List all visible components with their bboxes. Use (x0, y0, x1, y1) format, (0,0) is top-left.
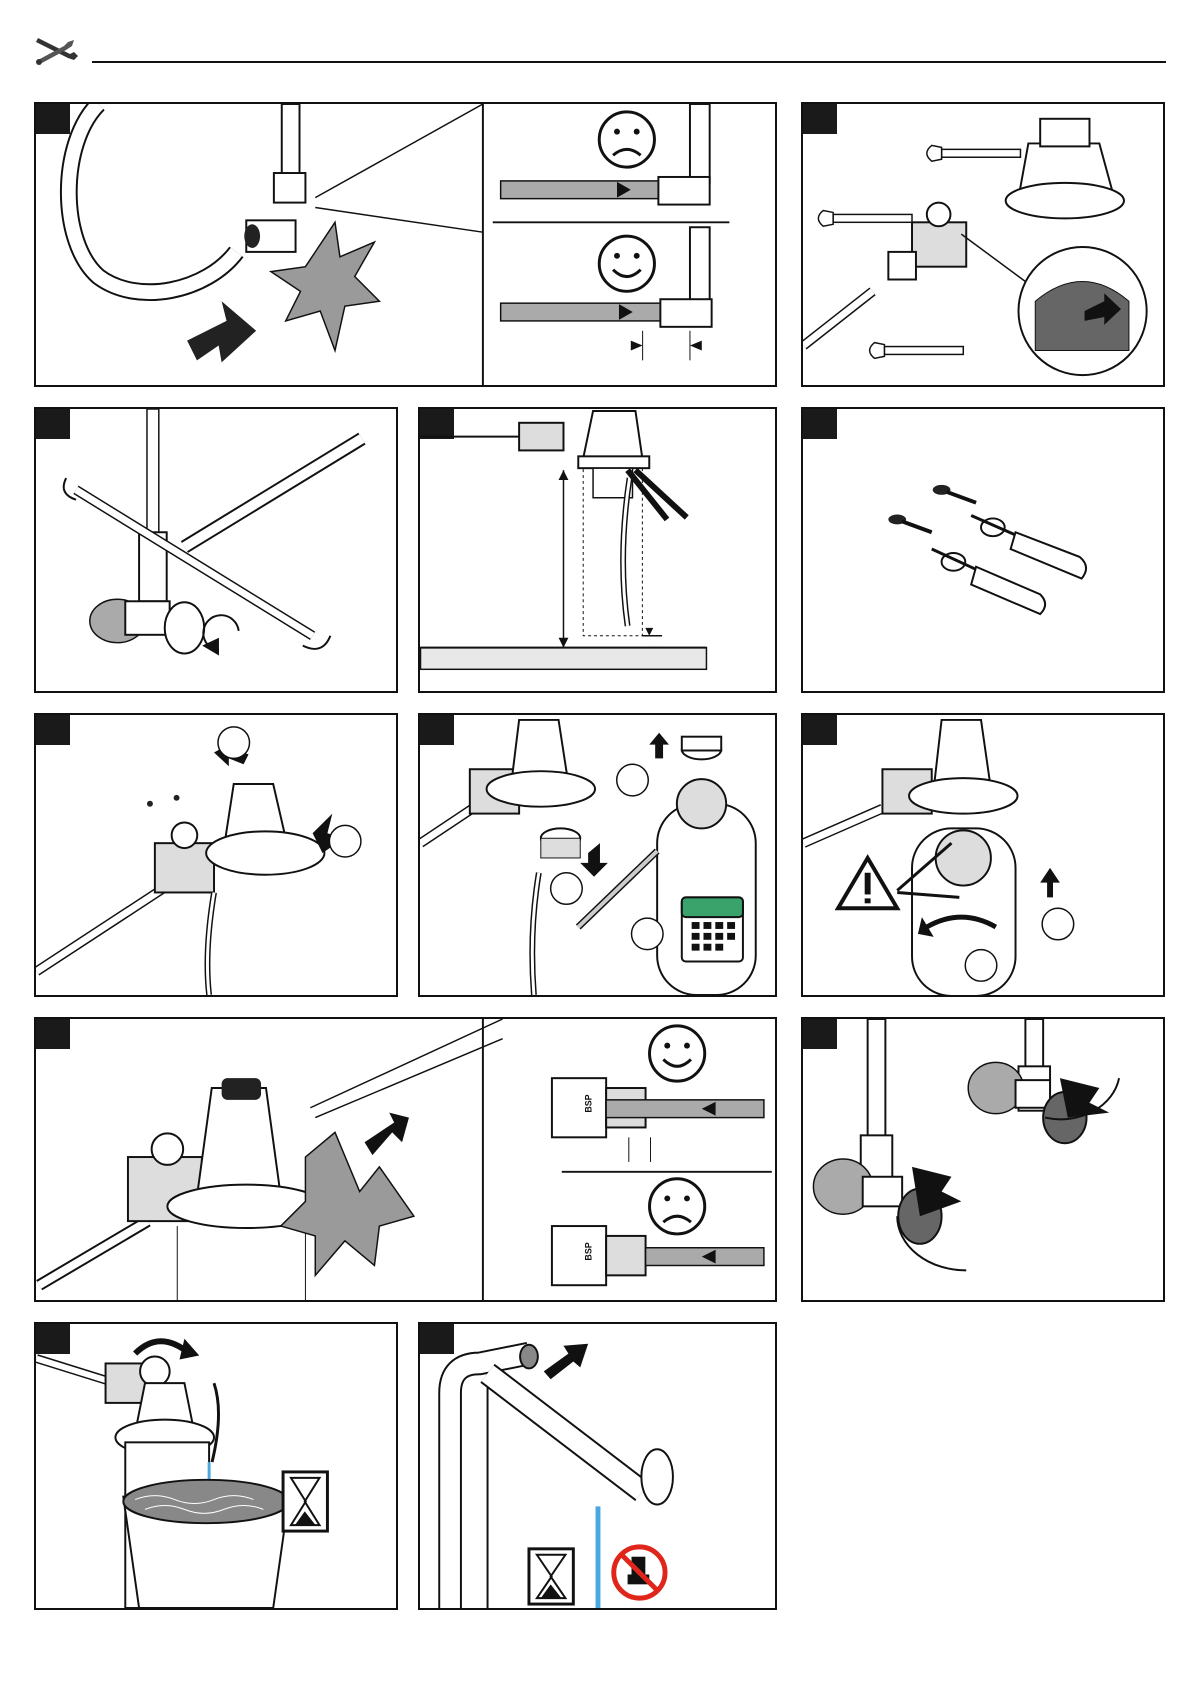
screwdriver-icon (971, 515, 1086, 578)
step-7-panel (418, 713, 777, 997)
wrench-icon (870, 343, 964, 359)
rotate-arrow-icon (202, 615, 238, 655)
step-1-panel (34, 102, 777, 387)
rotate-arrow-icon (135, 1339, 199, 1360)
filter-valve-wrench-illustration (803, 104, 1163, 385)
mounting-height-illustration (420, 409, 775, 691)
header-rule (92, 61, 1166, 63)
screw-icon (147, 795, 180, 807)
step-8-panel (801, 713, 1165, 997)
page-header (34, 30, 1166, 70)
step-6-panel (34, 713, 398, 997)
calendar-icon (682, 897, 743, 961)
step-10-panel (801, 1017, 1165, 1302)
bsp-label: BSP (583, 1242, 593, 1260)
hourglass-icon (283, 1472, 327, 1531)
step-2-panel (801, 102, 1165, 387)
screw-icon (888, 515, 931, 533)
step-11-panel (34, 1322, 398, 1610)
cartridge-twist-warning-illustration (803, 715, 1163, 995)
faucet-flush-illustration (420, 1324, 775, 1608)
bsp-label: BSP (583, 1094, 593, 1112)
step-12-panel (418, 1322, 777, 1610)
screwdriver-icon (932, 549, 1045, 614)
sad-face-icon (650, 1179, 705, 1234)
wrench-icon (927, 145, 1021, 161)
no-drinking-icon (614, 1547, 665, 1598)
warning-icon (838, 858, 897, 908)
sad-face-icon (599, 112, 654, 167)
hourglass-icon (529, 1549, 573, 1604)
screw-icon (933, 485, 976, 503)
wrench-icon (818, 210, 912, 226)
wrench-screwdriver-icon (34, 32, 80, 68)
angle-valve-connection-illustration (36, 409, 396, 691)
happy-face-icon (599, 236, 654, 291)
open-angle-valves-illustration (803, 1019, 1163, 1300)
pipe-fitting-illustration (36, 104, 775, 385)
filter-head-mounting-illustration (36, 715, 396, 995)
step-4-panel (418, 407, 777, 693)
step-3-panel (34, 407, 398, 693)
flush-filter-bucket-illustration (36, 1324, 396, 1608)
step-5-panel (801, 407, 1165, 693)
step-9-panel: BSP BSP (34, 1017, 777, 1302)
cartridge-insertion-illustration (420, 715, 775, 995)
happy-face-icon (650, 1026, 705, 1081)
screws-screwdrivers-illustration (803, 409, 1163, 691)
tube-connection-check-illustration: BSP BSP (36, 1019, 775, 1300)
